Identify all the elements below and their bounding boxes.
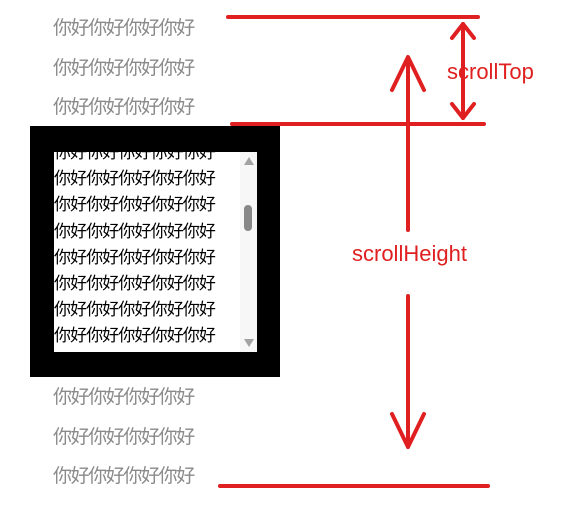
vertical-scrollbar[interactable] — [240, 152, 257, 352]
scroll-content: 你好你好你好你好你好你好你好你好你好你好你好你好你好你好你好你好你好你好你好你好… — [54, 152, 216, 347]
scroll-viewport[interactable]: 你好你好你好你好你好你好你好你好你好你好你好你好你好你好你好你好你好你好你好你好… — [54, 152, 257, 352]
text-line: 你好你好你好你好 — [53, 57, 195, 79]
scrolltop-arrowhead-up — [450, 22, 476, 40]
scrollheight-arrowhead-down — [390, 412, 426, 449]
text-line: 你好你好你好你好 — [53, 426, 195, 448]
text-line: 你好你好你好你好 — [53, 465, 195, 487]
scrolltop-label: scrollTop — [447, 59, 534, 84]
scrollheight-label: scrollHeight — [352, 241, 467, 266]
scrollheight-arrowhead-up — [390, 55, 426, 92]
text-line: 你好你好你好你好 — [53, 17, 195, 39]
scrollbar-thumb[interactable] — [244, 204, 252, 231]
scrolltop-arrowhead-down — [450, 102, 476, 120]
text-line: 你好你好你好你好 — [53, 96, 195, 118]
text-line: 你好你好你好你好 — [53, 386, 195, 408]
scroll-down-arrow-icon[interactable] — [244, 339, 254, 347]
scroll-up-arrow-icon[interactable] — [244, 157, 254, 165]
